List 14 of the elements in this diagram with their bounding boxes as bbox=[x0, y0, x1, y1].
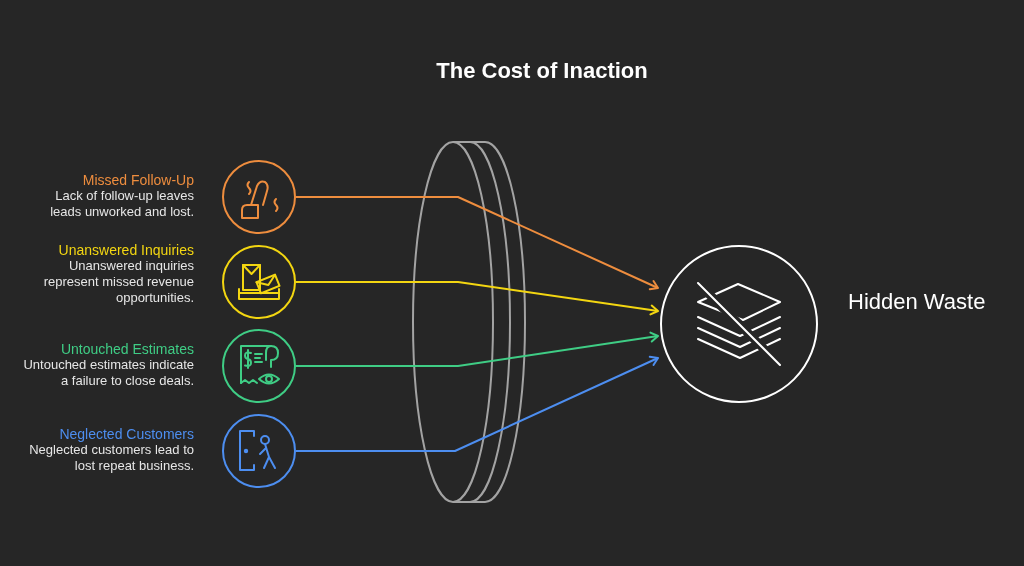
section-heading: Neglected Customers bbox=[59, 426, 194, 442]
node-label: Hidden Waste bbox=[848, 289, 986, 315]
description-text: Neglected customers lead to lost repeat business. bbox=[28, 442, 194, 474]
section-heading: Untouched Estimates bbox=[60, 341, 194, 357]
arrow bbox=[295, 196, 659, 291]
description-text: Unanswered inquiries represent missed revenue opportunities. bbox=[42, 258, 194, 306]
arrow bbox=[295, 355, 659, 452]
arrow bbox=[295, 331, 659, 367]
arrow bbox=[295, 281, 659, 316]
section-heading: Unanswered Inquiries bbox=[58, 242, 194, 258]
description-text: Untouched estimates indicate a failure to close deals. bbox=[22, 357, 194, 389]
description-text: Lack of follow-up leaves leads unworked and lost. bbox=[49, 188, 194, 220]
title: The Cost of Inaction bbox=[435, 58, 649, 84]
section-heading: Missed Follow-Up bbox=[82, 172, 194, 188]
